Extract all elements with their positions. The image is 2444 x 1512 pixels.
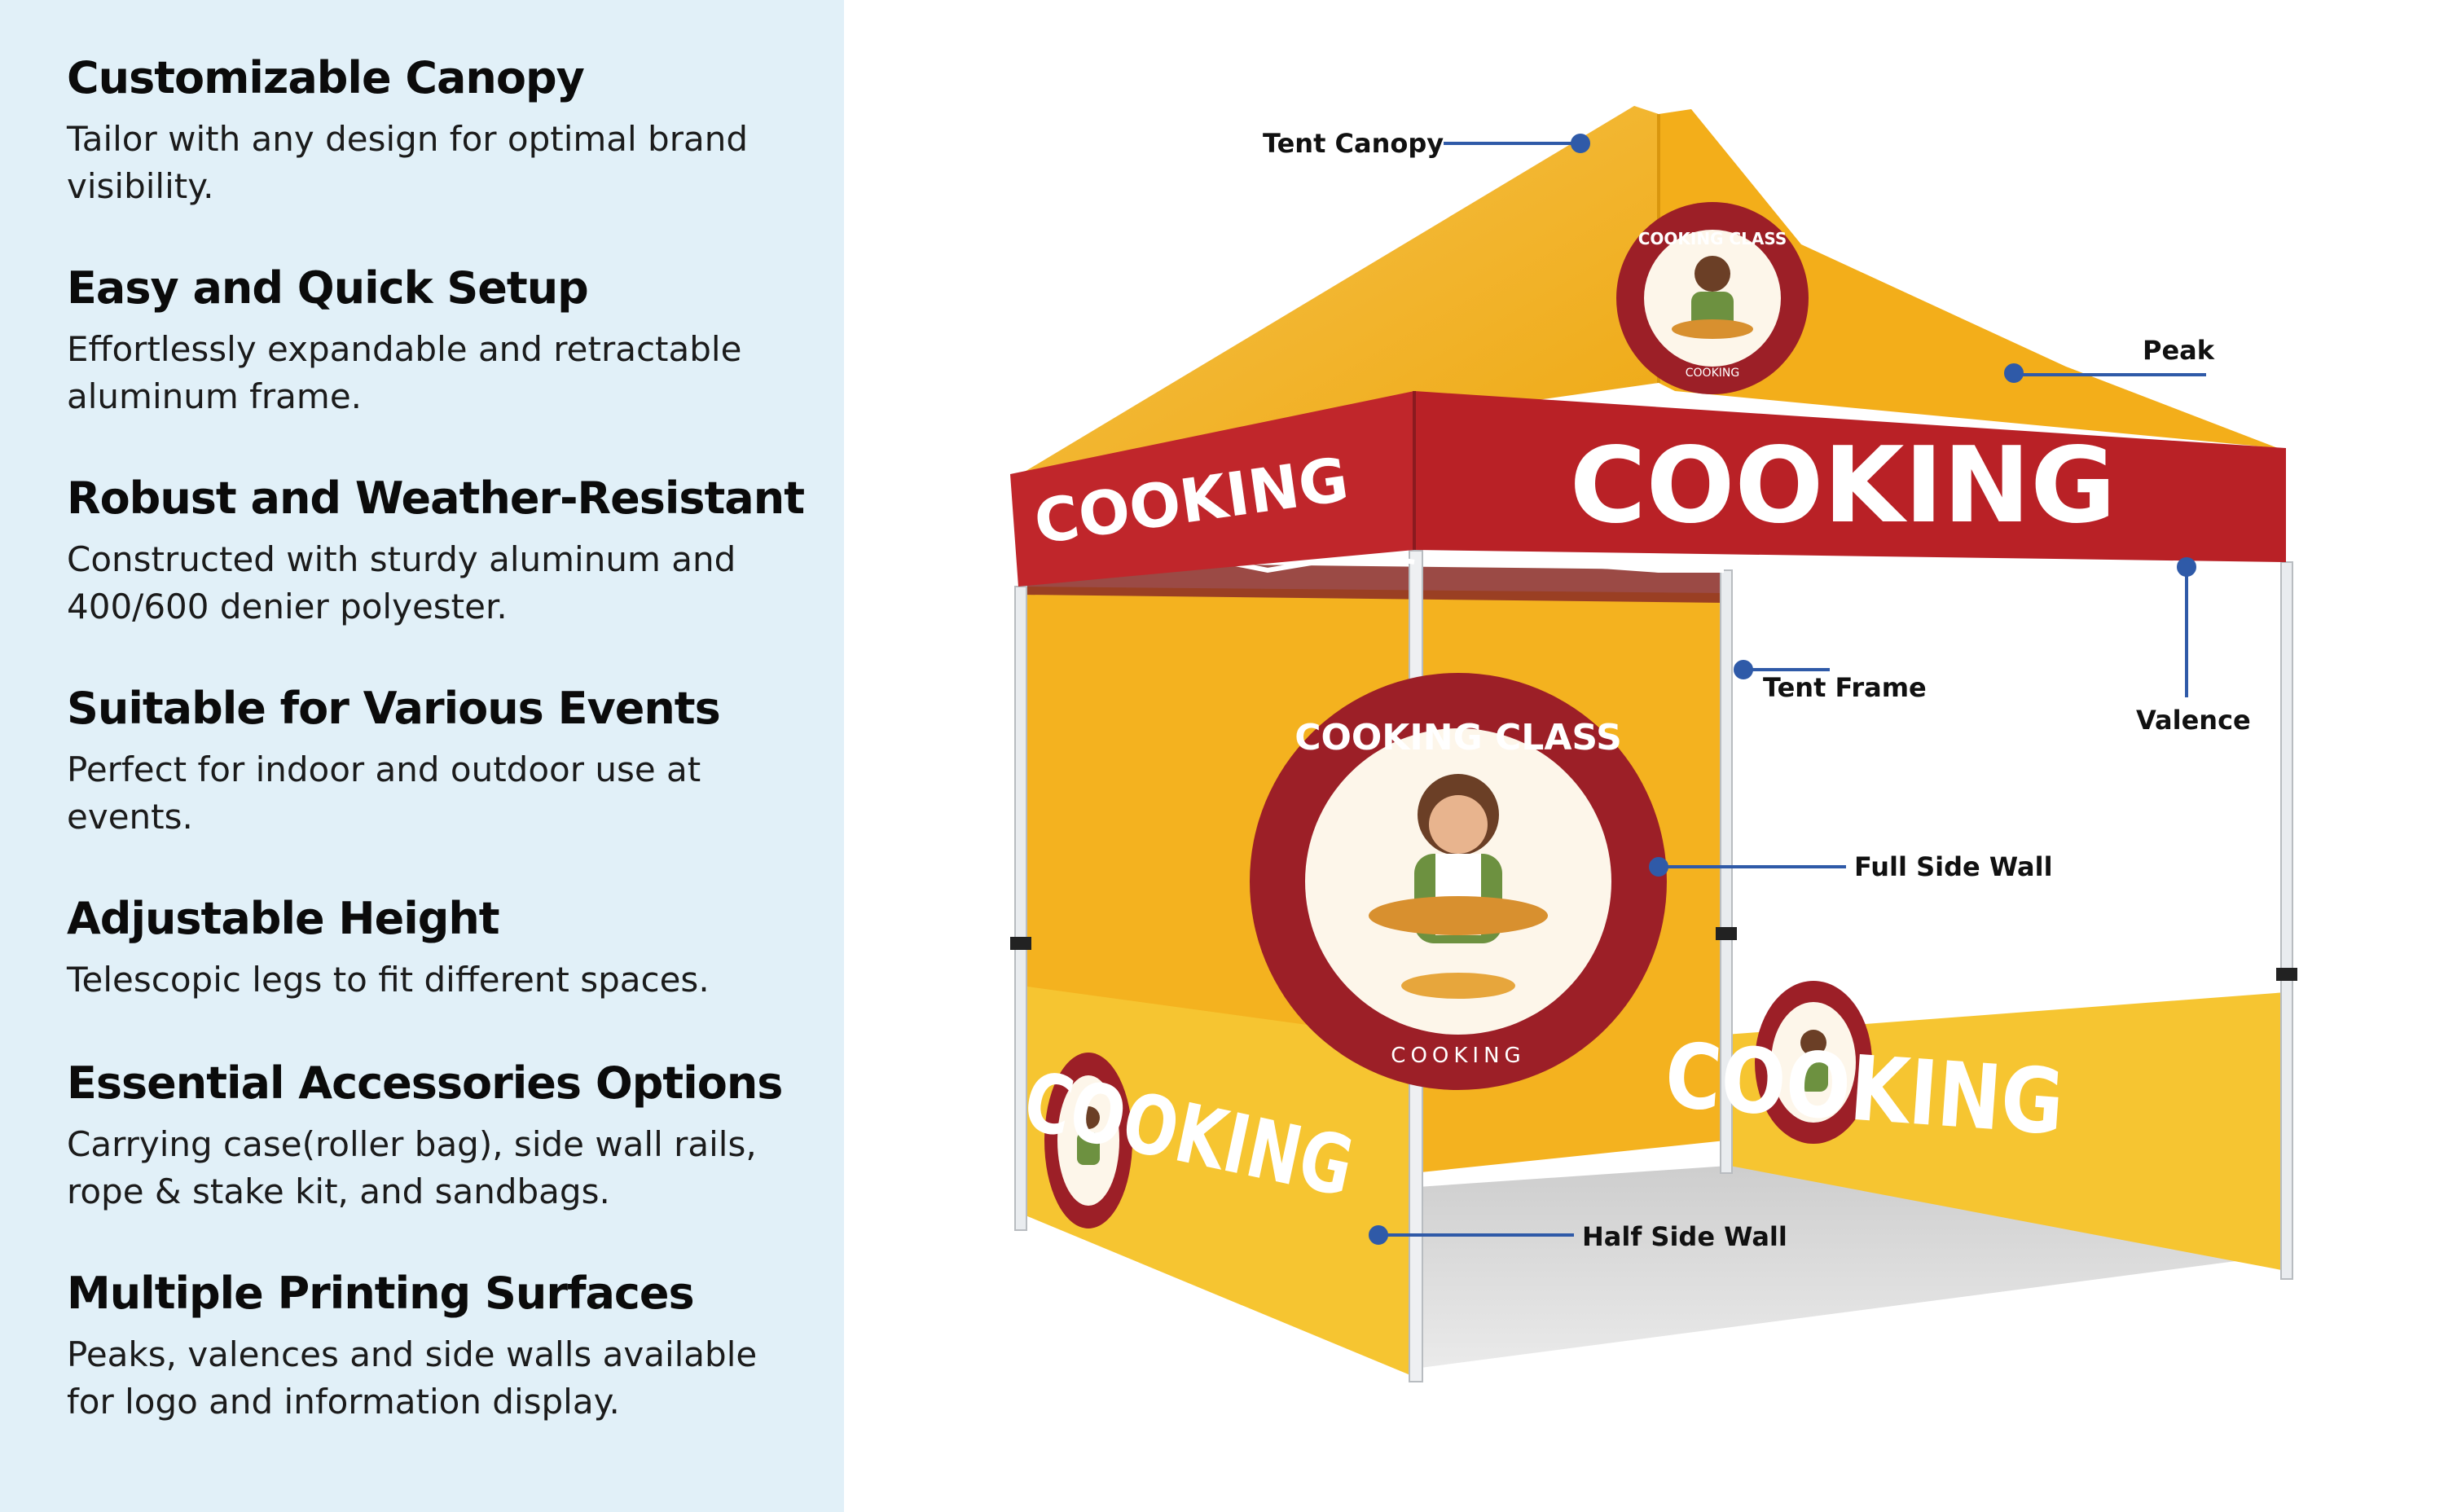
- feature-description: Perfect for indoor and outdoor use at ev…: [67, 749, 701, 837]
- tent-illustration: COOKING COOKING COOKING CLASS COOKING CO…: [1010, 106, 2297, 1382]
- canopy-badge: COOKING CLASS COOKING: [1616, 202, 1809, 394]
- canopy-badge-bottom-text: COOKING: [1686, 367, 1739, 380]
- feature-accessories: Essential Accessories Options Carrying c…: [67, 1053, 784, 1215]
- feature-various-events: Suitable for Various Events Perfect for …: [67, 678, 767, 841]
- callout-lines: [1369, 134, 2206, 1245]
- feature-title: Essential Accessories Options: [67, 1057, 783, 1109]
- feature-title: Suitable for Various Events: [67, 683, 721, 734]
- feature-printing-surfaces: Multiple Printing Surfaces Peaks, valenc…: [67, 1263, 784, 1426]
- feature-title: Easy and Quick Setup: [67, 262, 589, 314]
- valence-right: [1414, 391, 2286, 562]
- feature-description: Tailor with any design for optimal brand…: [67, 119, 749, 206]
- feature-description: Peaks, valences and side walls available…: [67, 1334, 758, 1422]
- callout-valence: Valence: [2136, 705, 2251, 736]
- feature-title: Multiple Printing Surfaces: [67, 1268, 695, 1319]
- callout-tent-frame: Tent Frame: [1763, 672, 1927, 703]
- valence-left: [1010, 391, 1414, 587]
- feature-easy-setup: Easy and Quick Setup Effortlessly expand…: [67, 257, 784, 420]
- feature-sidebar: Customizable Canopy Tailor with any desi…: [0, 0, 844, 1512]
- valence-text-right: COOKING: [1570, 425, 2117, 547]
- feature-title: Robust and Weather-Resistant: [67, 472, 805, 524]
- half-wall-right-badge: [1755, 981, 1872, 1144]
- tent-diagram: COOKING COOKING COOKING CLASS COOKING CO…: [844, 0, 2444, 1512]
- tent-canopy-left: [1023, 106, 1659, 472]
- feature-description: Constructed with sturdy aluminum and 400…: [67, 539, 736, 626]
- feature-customizable-canopy: Customizable Canopy Tailor with any desi…: [67, 47, 784, 210]
- feature-adjustable-height: Adjustable Height Telescopic legs to fit…: [67, 888, 800, 1004]
- wall-badge-bottom-text: COOKING: [1391, 1044, 1525, 1068]
- callout-full-side-wall: Full Side Wall: [1854, 851, 2053, 882]
- feature-title: Adjustable Height: [67, 893, 500, 944]
- feature-title: Customizable Canopy: [67, 52, 585, 103]
- callout-half-side-wall: Half Side Wall: [1582, 1221, 1787, 1252]
- full-side-wall-badge: COOKING CLASS COOKING: [1250, 673, 1667, 1090]
- feature-robust: Robust and Weather-Resistant Constructed…: [67, 468, 805, 631]
- wall-badge-top-text: COOKING CLASS: [1295, 717, 1622, 758]
- half-wall-left-badge: [1044, 1053, 1132, 1228]
- feature-description: Carrying case(roller bag), side wall rai…: [67, 1124, 757, 1211]
- feature-description: Effortlessly expandable and retractable …: [67, 329, 742, 416]
- tent-leg: [1014, 586, 1027, 1231]
- callout-peak: Peak: [2143, 335, 2215, 366]
- feature-description: Telescopic legs to fit different spaces.: [67, 960, 710, 1000]
- tent-canopy-right: [1659, 109, 2278, 448]
- tent-leg: [1720, 569, 1733, 1174]
- callout-tent-canopy: Tent Canopy: [1263, 128, 1444, 159]
- tent-leg: [2280, 561, 2293, 1280]
- canopy-badge-top-text: COOKING CLASS: [1638, 229, 1787, 248]
